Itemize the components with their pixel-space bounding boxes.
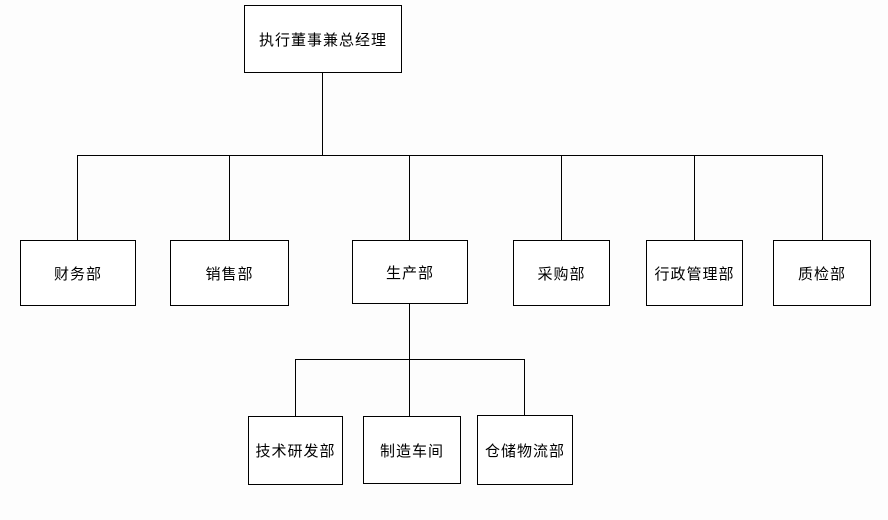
org-node-label: 制造车间 bbox=[379, 442, 444, 460]
org-node-label: 采购部 bbox=[537, 265, 586, 283]
org-node-sales: 销售部 bbox=[170, 240, 289, 306]
org-node-label: 仓储物流部 bbox=[484, 442, 565, 460]
connector-drop-sales bbox=[229, 155, 230, 240]
connector-drop-finance bbox=[77, 155, 78, 240]
connector-level3-bus bbox=[295, 359, 525, 360]
connector-level2-bus bbox=[78, 155, 823, 156]
connector-drop-rnd bbox=[295, 359, 296, 416]
org-node-label: 生产部 bbox=[385, 264, 434, 282]
connector-production-vertical bbox=[409, 304, 410, 359]
org-node-admin: 行政管理部 bbox=[646, 240, 743, 306]
connector-drop-workshop bbox=[409, 359, 410, 416]
org-node-procurement: 采购部 bbox=[513, 240, 610, 306]
connector-drop-admin bbox=[694, 155, 695, 240]
connector-drop-logistics bbox=[524, 359, 525, 416]
org-node-general-manager: 执行董事兼总经理 bbox=[244, 5, 402, 73]
org-node-label: 执行董事兼总经理 bbox=[258, 31, 387, 49]
org-node-production: 生产部 bbox=[352, 240, 468, 304]
org-node-rnd: 技术研发部 bbox=[248, 416, 343, 485]
org-node-finance: 财务部 bbox=[20, 240, 136, 306]
connector-drop-quality bbox=[822, 155, 823, 240]
org-node-label: 技术研发部 bbox=[255, 443, 336, 460]
org-node-workshop: 制造车间 bbox=[363, 416, 461, 484]
connector-drop-production bbox=[409, 155, 410, 240]
connector-root-vertical bbox=[322, 73, 323, 155]
org-node-logistics: 仓储物流部 bbox=[477, 415, 573, 485]
org-node-quality: 质检部 bbox=[773, 240, 871, 306]
org-node-label: 质检部 bbox=[797, 265, 846, 283]
connector-drop-procurement bbox=[561, 155, 562, 240]
org-node-label: 销售部 bbox=[205, 265, 254, 283]
org-node-label: 行政管理部 bbox=[654, 265, 735, 283]
org-node-label: 财务部 bbox=[53, 265, 102, 283]
